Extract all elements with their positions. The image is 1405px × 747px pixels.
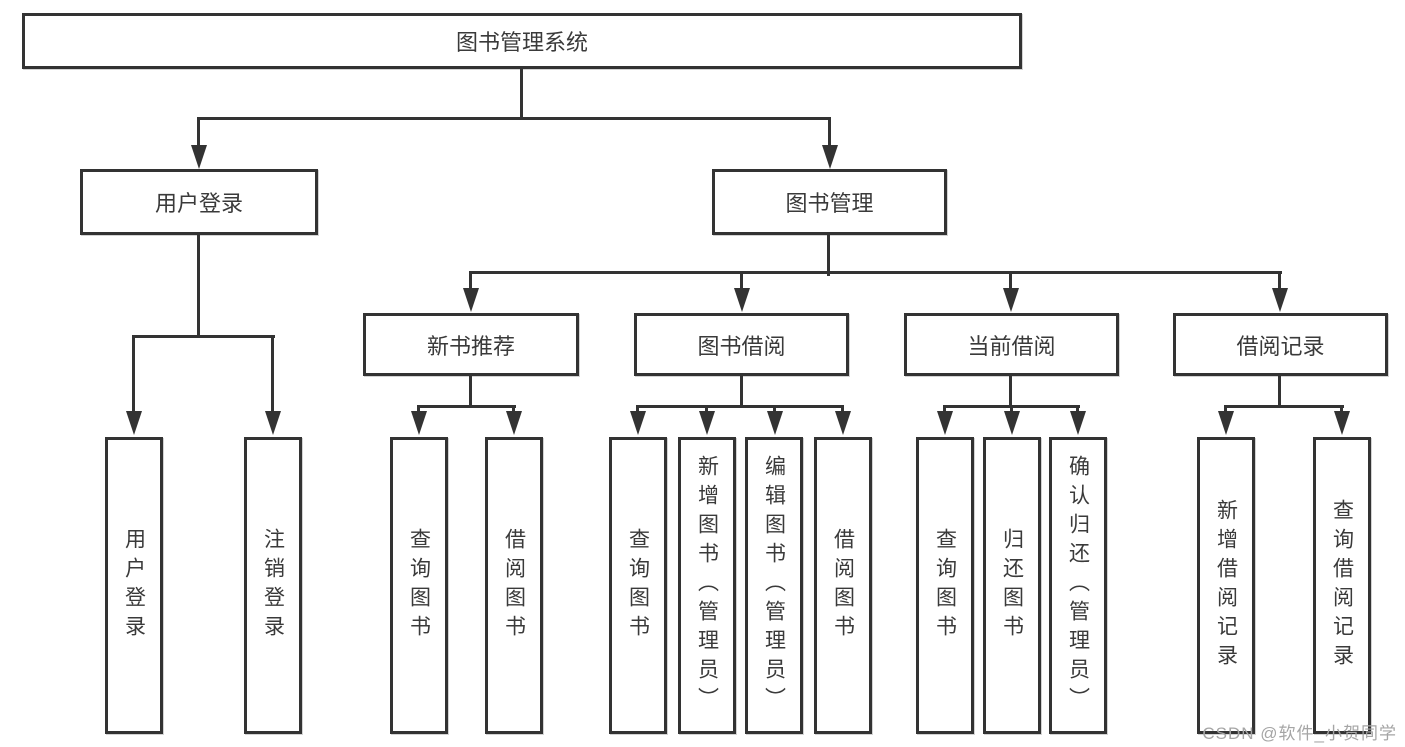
- connector-line: [271, 336, 274, 411]
- node-label: 查询图书: [626, 527, 650, 644]
- node-label: 借阅图书: [831, 527, 855, 644]
- connector-line: [740, 273, 743, 289]
- arrow-down-icon: [463, 288, 479, 312]
- connector-line: [417, 405, 516, 408]
- connector-line: [197, 119, 200, 146]
- arrow-down-icon: [265, 411, 281, 435]
- connector-line: [636, 407, 639, 412]
- connector-line: [417, 407, 420, 412]
- connector-line: [1009, 273, 1012, 289]
- node-label: 查询借阅记录: [1330, 498, 1354, 673]
- connector-line: [773, 407, 776, 412]
- node-label: 图书管理: [785, 191, 874, 216]
- connector-line: [512, 407, 515, 412]
- connector-line: [1340, 407, 1343, 412]
- connector-line: [636, 405, 844, 408]
- node-label: 用户登录: [154, 191, 243, 216]
- node-label: 新增图书（管理员）: [695, 455, 719, 716]
- connector-line: [943, 407, 946, 412]
- node-add-books-admin: 新增图书（管理员）: [678, 437, 736, 734]
- node-current-borrowing: 当前借阅: [904, 313, 1119, 376]
- node-label: 查询图书: [407, 527, 431, 644]
- connector-line: [1224, 405, 1344, 408]
- node-label: 归还图书: [1000, 527, 1024, 644]
- node-label: 新增借阅记录: [1214, 498, 1238, 673]
- connector-line: [197, 117, 831, 120]
- connector-line: [132, 335, 275, 338]
- node-label: 用户登录: [122, 527, 146, 644]
- arrow-down-icon: [630, 411, 646, 435]
- node-book-management: 图书管理: [712, 169, 947, 235]
- node-query-borrow-record: 查询借阅记录: [1313, 437, 1371, 734]
- node-label: 借阅图书: [502, 527, 526, 644]
- connector-line: [1278, 273, 1281, 289]
- arrow-down-icon: [1218, 411, 1234, 435]
- arrow-down-icon: [1334, 411, 1350, 435]
- node-label: 注销登录: [261, 527, 285, 644]
- connector-line: [827, 235, 830, 276]
- connector-line: [943, 405, 1080, 408]
- arrow-down-icon: [1003, 288, 1019, 312]
- node-new-book-recommend: 新书推荐: [363, 313, 579, 376]
- node-confirm-return-admin: 确认归还（管理员）: [1049, 437, 1107, 734]
- connector-line: [469, 273, 472, 289]
- connector-line: [841, 407, 844, 412]
- node-label: 图书借阅: [697, 333, 786, 359]
- connector-line: [469, 376, 472, 407]
- node-user-login: 用户登录: [80, 169, 318, 235]
- connector-line: [828, 119, 831, 146]
- arrow-down-icon: [411, 411, 427, 435]
- node-label: 图书管理系统: [455, 30, 588, 55]
- node-label: 新书推荐: [426, 333, 515, 359]
- arrow-down-icon: [506, 411, 522, 435]
- connector-line: [1224, 407, 1227, 412]
- node-query-books-2: 查询图书: [609, 437, 667, 734]
- connector-line: [705, 407, 708, 412]
- arrow-down-icon: [191, 145, 207, 169]
- arrow-down-icon: [1004, 411, 1020, 435]
- node-label: 编辑图书（管理员）: [762, 455, 786, 716]
- node-borrow-books-1: 借阅图书: [485, 437, 543, 734]
- node-library-system: 图书管理系统: [22, 13, 1022, 69]
- node-book-borrowing: 图书借阅: [634, 313, 849, 376]
- node-logout: 注销登录: [244, 437, 302, 734]
- node-label: 借阅记录: [1236, 333, 1325, 359]
- arrow-down-icon: [126, 411, 142, 435]
- arrow-down-icon: [835, 411, 851, 435]
- node-borrow-books-2: 借阅图书: [814, 437, 872, 734]
- connector-line: [520, 69, 523, 119]
- arrow-down-icon: [937, 411, 953, 435]
- connector-line: [1010, 407, 1013, 412]
- arrow-down-icon: [1272, 288, 1288, 312]
- arrow-down-icon: [767, 411, 783, 435]
- node-edit-books-admin: 编辑图书（管理员）: [745, 437, 803, 734]
- connector-line: [1278, 376, 1281, 407]
- connector-line: [740, 376, 743, 407]
- connector-line: [1076, 407, 1079, 412]
- node-query-books-3: 查询图书: [916, 437, 974, 734]
- node-label: 确认归还（管理员）: [1066, 455, 1090, 716]
- node-label: 当前借阅: [967, 333, 1056, 359]
- arrow-down-icon: [822, 145, 838, 169]
- node-user-login-leaf: 用户登录: [105, 437, 163, 734]
- arrow-down-icon: [734, 288, 750, 312]
- node-add-borrow-record: 新增借阅记录: [1197, 437, 1255, 734]
- connector-line: [1009, 376, 1012, 407]
- csdn-watermark: CSDN @软件_小贺同学: [1202, 724, 1397, 743]
- arrow-down-icon: [1070, 411, 1086, 435]
- connector-line: [132, 336, 135, 411]
- node-query-books-1: 查询图书: [390, 437, 448, 734]
- connector-line: [469, 271, 1282, 274]
- node-return-books: 归还图书: [983, 437, 1041, 734]
- node-label: 查询图书: [933, 527, 957, 644]
- node-borrowing-records: 借阅记录: [1173, 313, 1388, 376]
- connector-line: [197, 235, 200, 338]
- arrow-down-icon: [699, 411, 715, 435]
